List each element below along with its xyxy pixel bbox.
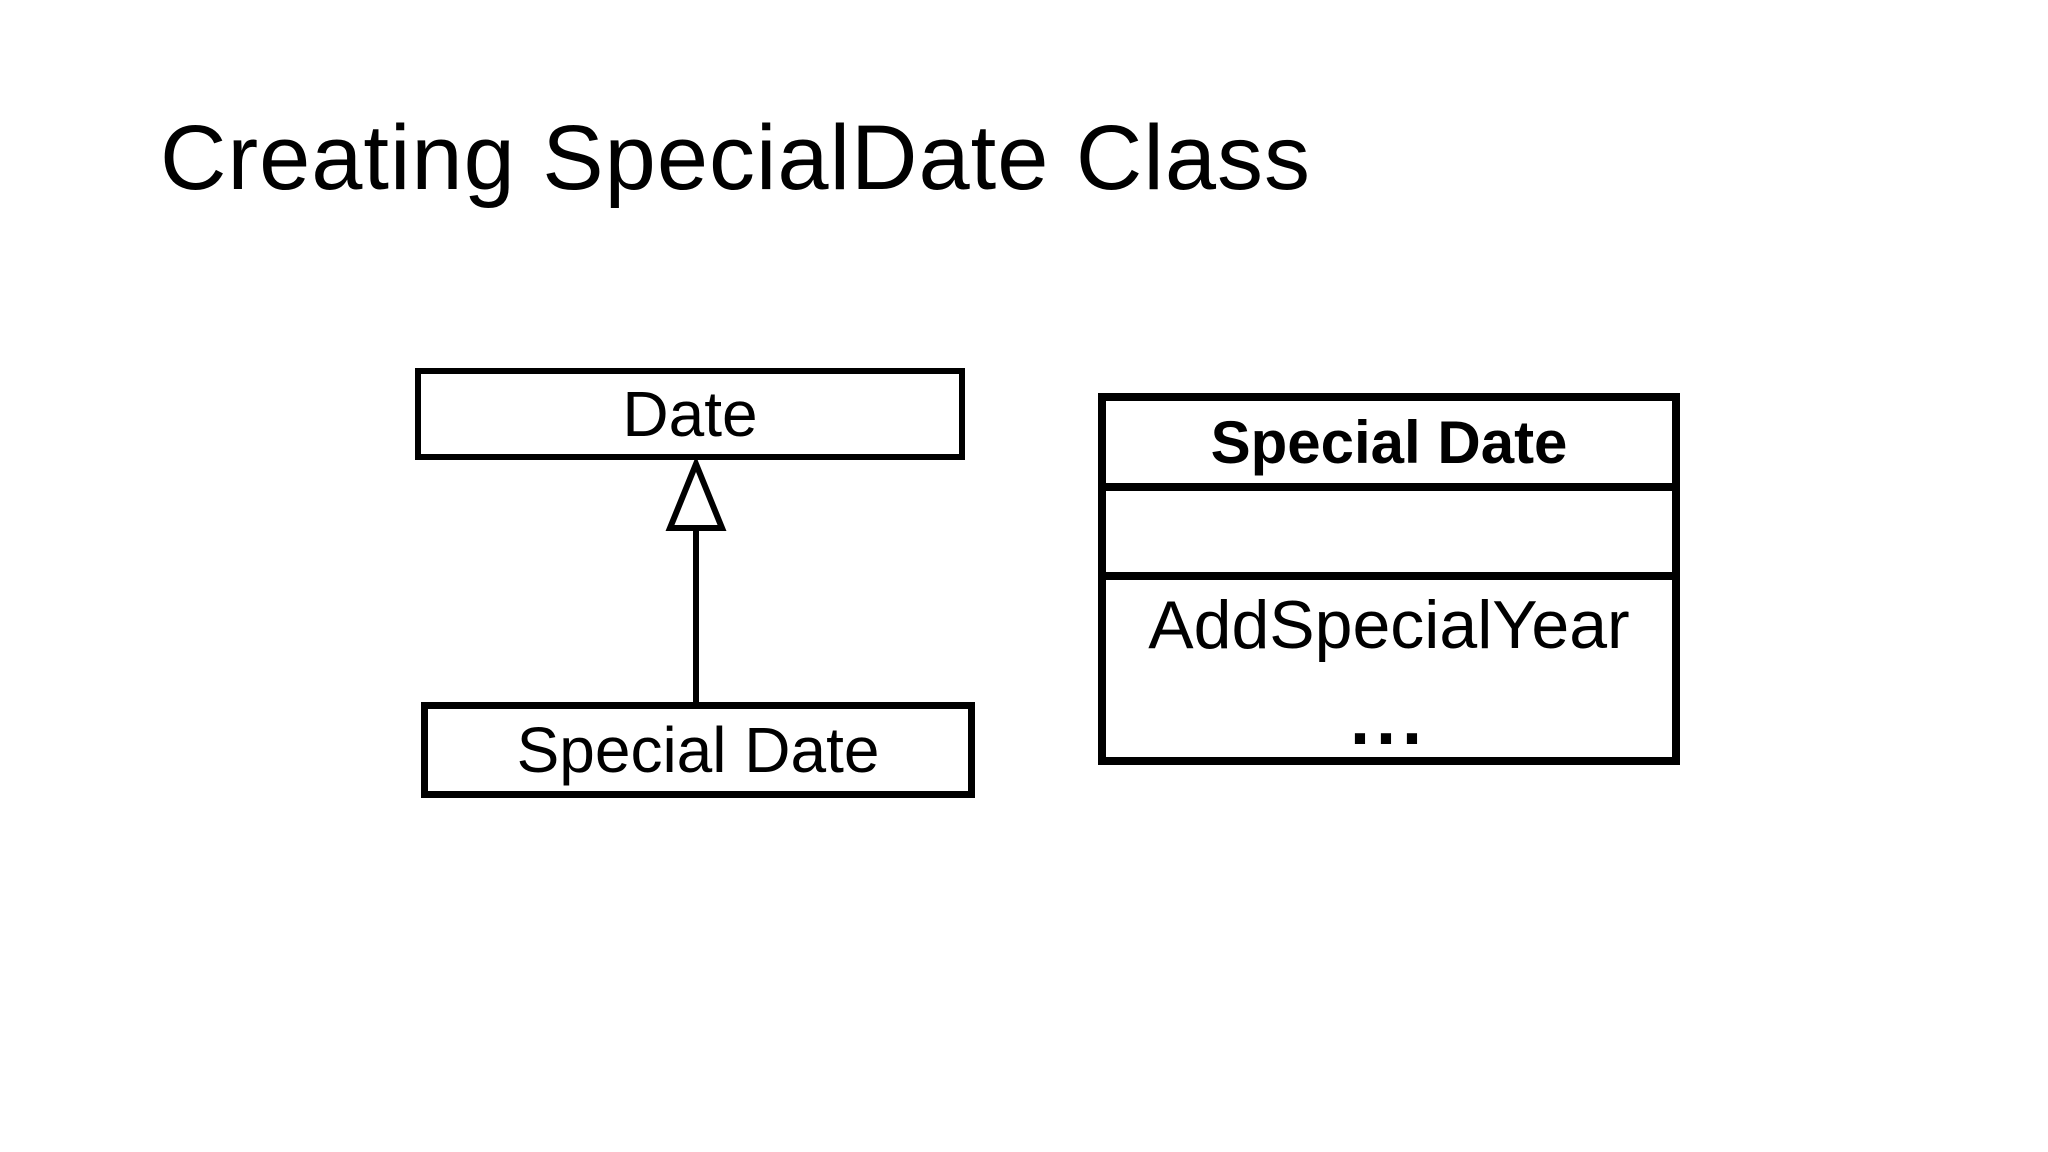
- class-attributes-section: [1106, 491, 1672, 580]
- method-ellipsis-item: ...: [1349, 679, 1428, 760]
- slide-title: Creating SpecialDate Class: [160, 107, 1311, 209]
- class-methods-section: AddSpecialYear ...: [1106, 580, 1672, 757]
- uml-inheritance-arrow-icon: [665, 458, 727, 706]
- class-name-header: Special Date: [1106, 401, 1672, 491]
- class-detail-box: Special Date AddSpecialYear ...: [1098, 393, 1680, 765]
- child-class-box: Special Date: [421, 702, 975, 798]
- method-item: AddSpecialYear: [1148, 587, 1630, 663]
- parent-class-box: Date: [415, 368, 965, 460]
- class-name-label: Special Date: [1210, 408, 1568, 476]
- parent-class-label: Date: [622, 378, 758, 450]
- child-class-label: Special Date: [516, 714, 880, 786]
